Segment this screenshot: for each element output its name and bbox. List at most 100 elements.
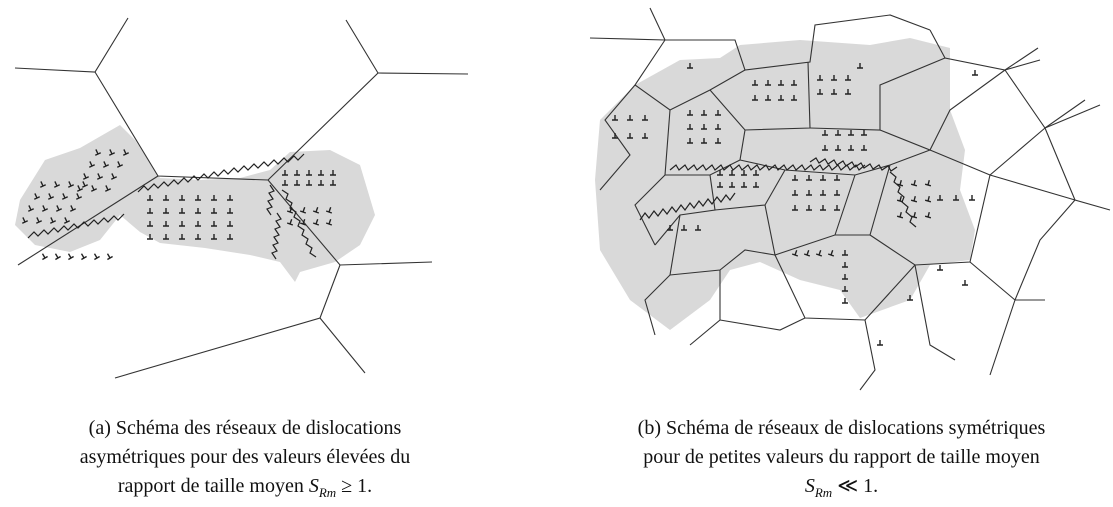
dislocation-symbol [937,265,943,271]
dislocation-symbol [330,170,336,176]
dislocation-symbol [318,180,324,186]
dislocation-symbol [163,221,169,227]
caption-a-line-1: (a) Schéma des réseaux de dislocations [88,417,402,439]
dislocation-symbol [820,175,826,181]
dislocation-symbol [969,195,975,201]
dislocation-symbol [67,253,74,261]
dislocation-symbol [21,217,29,224]
dislocation-symbol [147,208,153,214]
dislocation-symbol [69,205,77,212]
dislocation-symbol [104,185,112,192]
dislocation-symbol [910,195,918,203]
dislocation-symbol [842,250,848,256]
dislocation-symbol [695,225,701,231]
dislocation-symbol [76,185,84,192]
dislocation-symbol [792,175,798,181]
dislocation-symbol [729,170,735,176]
dislocation-symbol [687,138,693,144]
dislocation-symbol [937,195,943,201]
dislocation-symbol [817,89,823,95]
dislocation-region-b [595,38,975,330]
dislocation-symbol [642,115,648,121]
dislocations-b [612,63,978,346]
dislocation-symbol [717,170,723,176]
ratio-symbol-b: SRm [804,475,833,500]
dislocation-symbol [116,161,124,168]
grain-boundary-segment [989,174,1076,201]
dislocation-symbol [842,262,848,268]
dislocation-symbol [211,234,217,240]
dislocation-symbol [318,170,324,176]
dislocation-symbol [642,133,648,139]
dislocation-symbol [81,181,89,188]
grain-boundary-segment [859,319,876,391]
dislocation-symbol [835,130,841,136]
dislocation-symbol [163,195,169,201]
dislocation-symbol [861,130,867,136]
dislocation-symbol [924,195,932,203]
dislocation-symbol [299,219,307,226]
dislocation-symbol [330,180,336,186]
dislocation-symbol [325,219,333,226]
dislocation-symbol [312,219,320,226]
dislocation-symbol [286,219,294,226]
dislocation-symbol [54,253,61,261]
dislocation-symbol [110,173,118,180]
dislocation-symbol [687,110,693,116]
dislocation-symbol [792,205,798,211]
dislocation-symbol [627,115,633,121]
dislocation-symbol [857,63,863,69]
dislocation-symbol [896,195,904,203]
dislocation-symbol [741,182,747,188]
dislocation-symbol [47,193,55,200]
dislocation-symbol [752,80,758,86]
dislocation-symbol [147,195,153,201]
dislocation-symbol [80,253,87,261]
dislocation-symbol [195,208,201,214]
grain-boundary-segment [774,254,916,321]
dislocation-symbol [53,181,61,188]
dislocation-symbol [842,298,848,304]
grain-boundary-segment [929,29,1039,71]
dislocation-symbol [195,195,201,201]
dislocation-symbol [822,130,828,136]
dislocation-symbol [96,173,104,180]
dislocation-symbol [834,175,840,181]
dislocation-symbol [910,211,918,219]
dislocation-symbol [195,234,201,240]
dislocation-symbol [627,133,633,139]
dislocation-symbol [93,253,100,261]
dislocation-symbol [108,149,116,156]
dislocation-symbol [282,180,288,186]
dislocation-symbol [82,173,90,180]
dislocation-symbol [90,185,98,192]
dislocation-symbol [896,179,904,187]
dislocation-symbol [179,208,185,214]
dislocation-symbol [896,211,904,219]
dislocation-symbol [778,95,784,101]
dislocations-a [21,149,336,261]
dislocation-symbol [701,138,707,144]
dislocation-symbol [953,195,959,201]
dislocation-symbol [778,80,784,86]
dislocation-symbol [299,207,307,214]
dislocation-symbol [877,340,883,346]
grain-boundary-segment [709,61,811,131]
dislocation-symbol [211,208,217,214]
grain-boundary-segment [644,214,681,336]
dislocation-symbol [842,286,848,292]
grain-boundary-segment [634,109,671,246]
dislocation-symbol [848,130,854,136]
grain-boundary-segment [649,7,931,71]
grain-boundary-diagram-a [14,17,469,379]
dislocation-symbol [27,205,35,212]
caption-a: (a) Schéma des réseaux de dislocations a… [0,414,490,507]
dislocation-symbol [842,274,848,280]
dislocation-walls-a [27,153,317,260]
dislocation-symbol [179,234,185,240]
dislocation-symbol [63,217,71,224]
dislocation-symbol [286,207,294,214]
dislocation-symbol [924,179,932,187]
caption-b-line-1: (b) Schéma de réseaux de dislocations sy… [637,417,1046,439]
dislocation-symbol [294,180,300,186]
